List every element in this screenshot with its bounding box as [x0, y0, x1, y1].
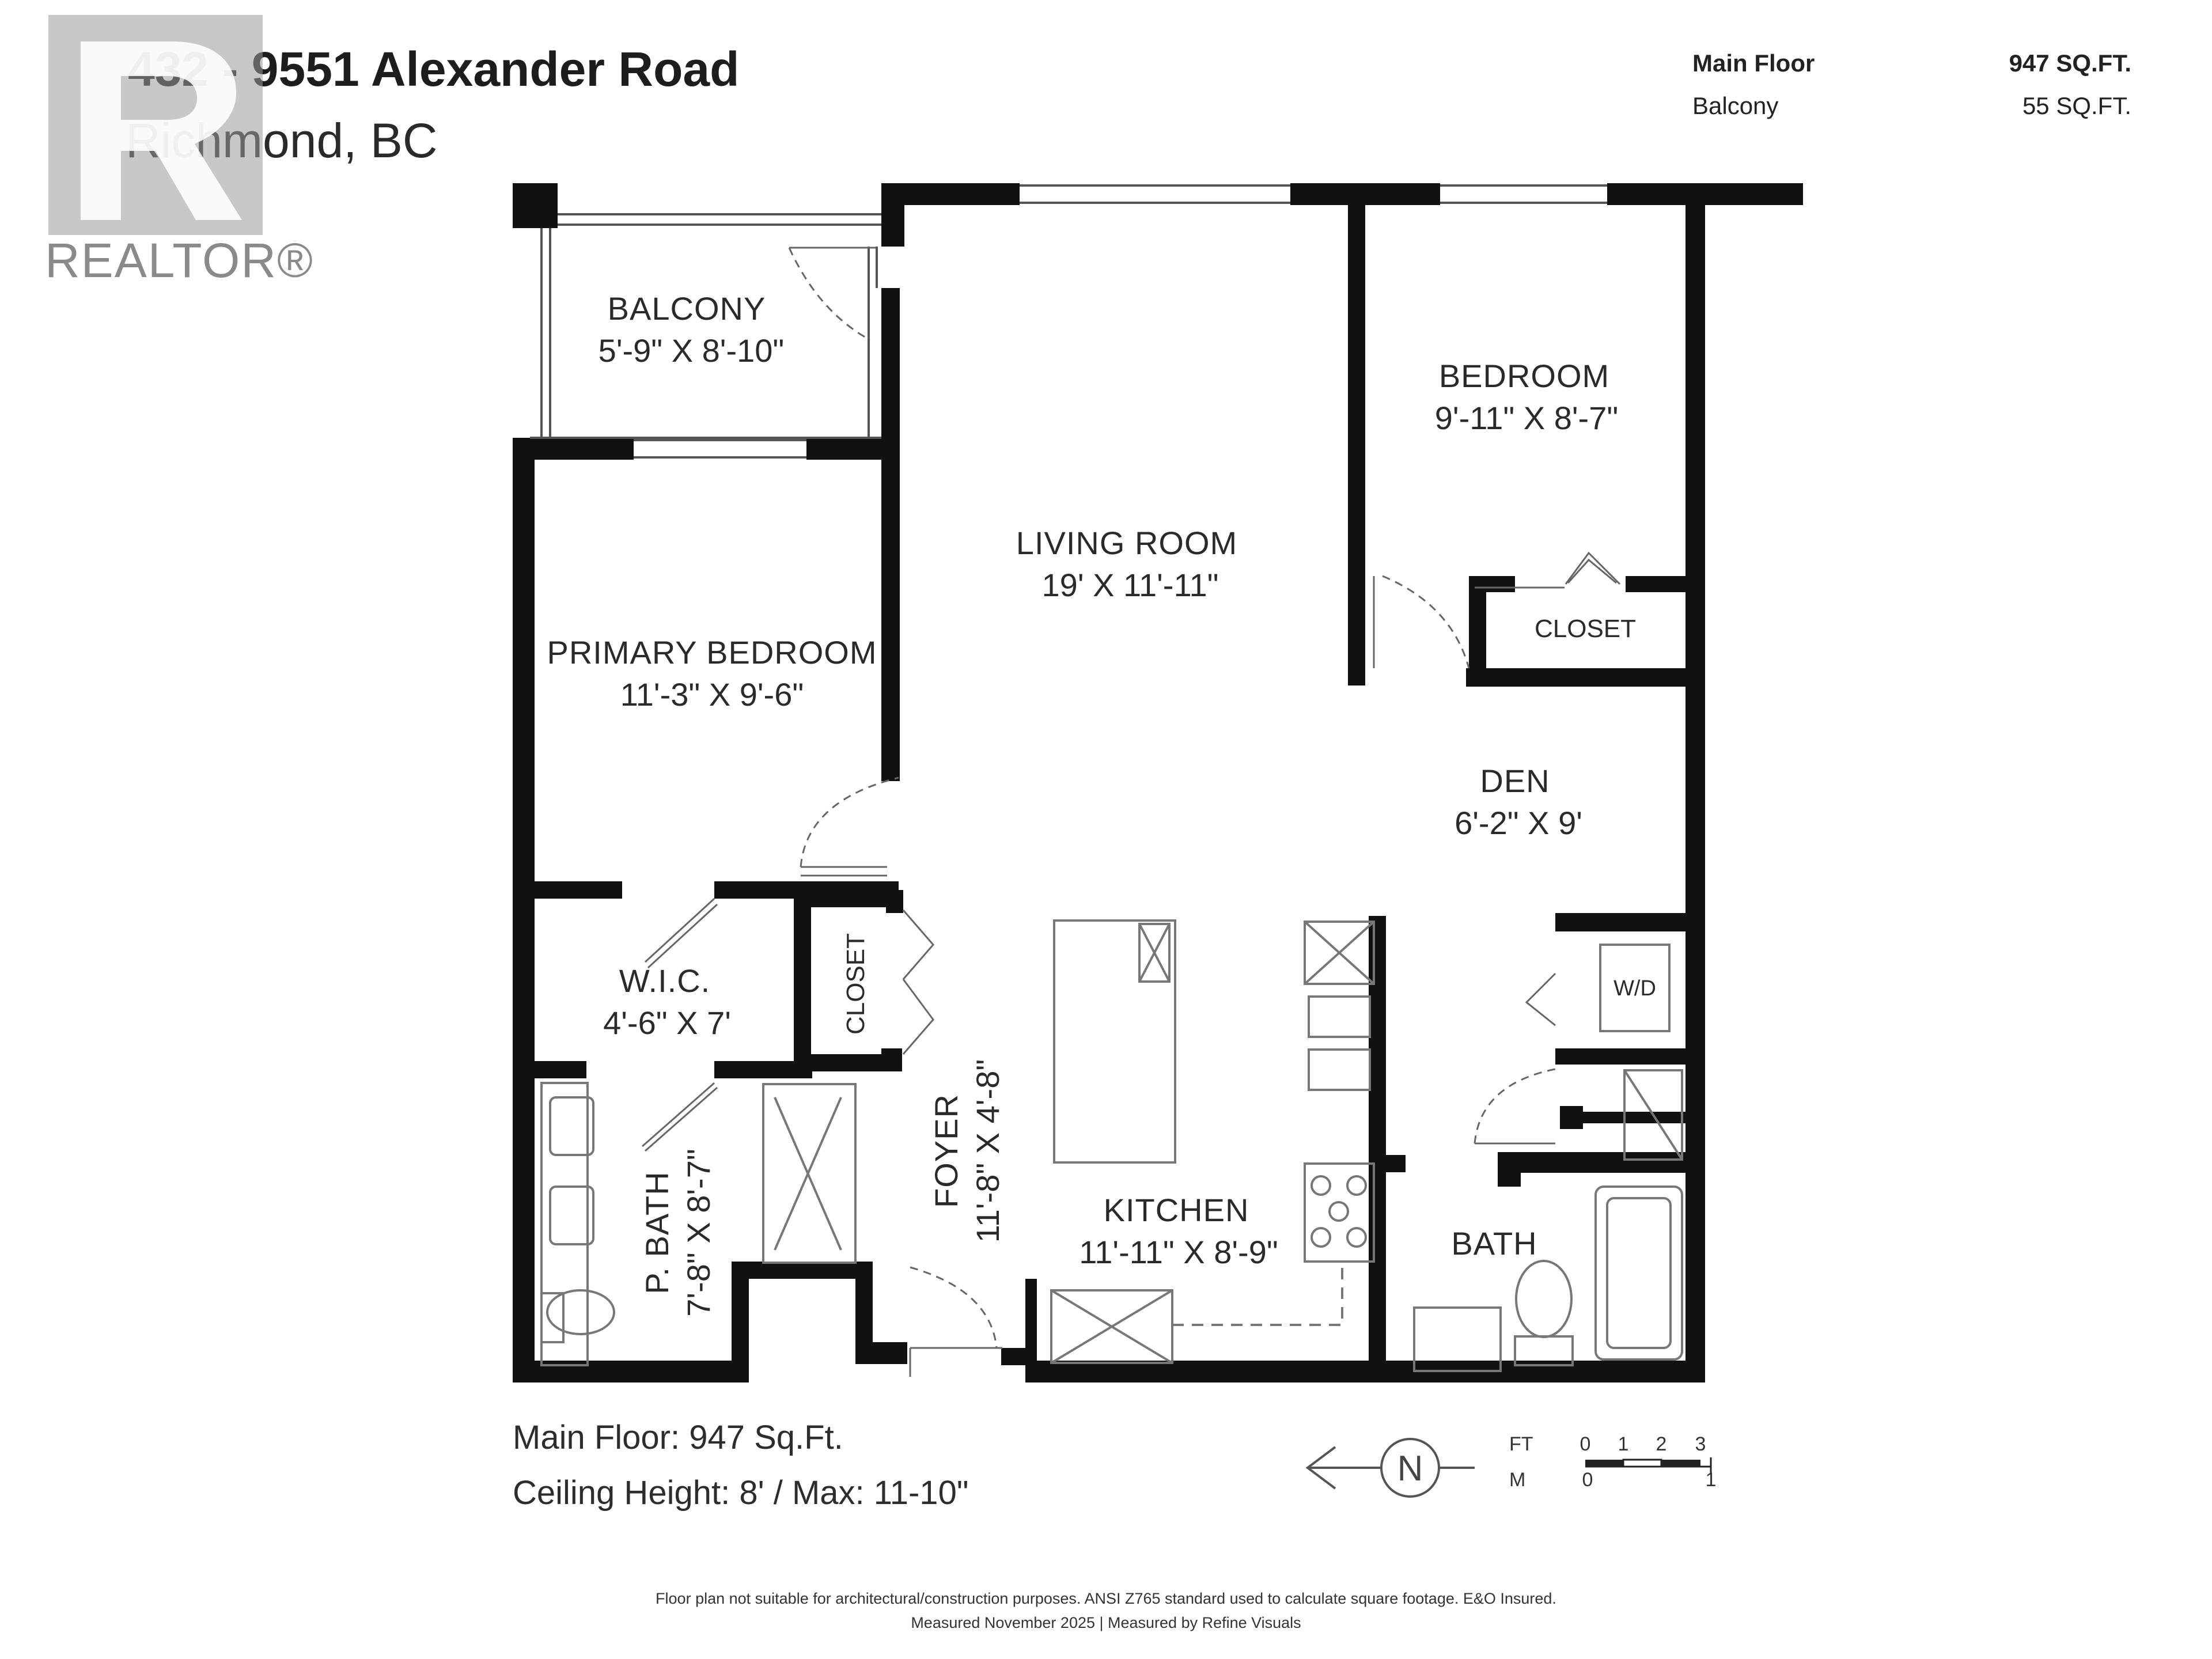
scale-bar: FT 0 1 2 3 M 0 1 — [1509, 1433, 1716, 1491]
scale-ft-tick-0: 0 — [1580, 1433, 1591, 1455]
area-label-balcony: Balcony — [1692, 92, 1779, 119]
room-closet-bedroom-name: CLOSET — [1535, 615, 1636, 643]
room-labels: BALCONY 5'-9" X 8'-10" BEDROOM 9'-11" X … — [547, 290, 1656, 1317]
door-swings — [642, 247, 1621, 1377]
realtor-r-icon — [48, 15, 263, 235]
disclaimer-line-2: Measured November 2025 | Measured by Ref… — [911, 1614, 1301, 1631]
north-label: N — [1397, 1449, 1423, 1488]
room-wic-dims: 4'-6" X 7' — [603, 1005, 731, 1041]
room-living-dims: 19' X 11'-11" — [1042, 567, 1219, 603]
area-value-balcony: 55 SQ.FT. — [2022, 92, 2131, 119]
north-arrow-icon — [1305, 1438, 1475, 1498]
scale-m-label: M — [1509, 1469, 1525, 1491]
footer-ceiling-height: Ceiling Height: 8' / Max: 11-10" — [513, 1474, 969, 1512]
scale-ft-tick-1: 1 — [1618, 1433, 1629, 1455]
scale-m-tick-0: 0 — [1582, 1469, 1593, 1491]
room-kitchen-name: KITCHEN — [1104, 1192, 1249, 1228]
realtor-logo-text: REALTOR® — [45, 233, 314, 287]
room-wic-name: W.I.C. — [619, 963, 710, 999]
room-den-name: DEN — [1480, 763, 1550, 799]
scale-ft-label: FT — [1509, 1433, 1533, 1455]
room-foyer-dims: 11'-8" X 4'-8" — [969, 1059, 1006, 1243]
room-pbath-dims: 7'-8" X 8'-7" — [680, 1149, 717, 1316]
room-foyer-name: FOYER — [928, 1094, 964, 1208]
scale-ft-tick-3: 3 — [1695, 1433, 1706, 1455]
room-pbath-name: P. BATH — [639, 1171, 675, 1294]
footer-main-floor: Main Floor: 947 Sq.Ft. — [513, 1419, 843, 1456]
exterior-walls — [513, 183, 1803, 1382]
room-wd-name: W/D — [1613, 976, 1656, 1001]
room-den-dims: 6'-2" X 9' — [1455, 805, 1582, 841]
area-label-main-floor: Main Floor — [1692, 50, 1815, 77]
room-kitchen-dims: 11'-11" X 8'-9" — [1079, 1234, 1278, 1270]
room-primary-bedroom-dims: 11'-3" X 9'-6" — [620, 676, 804, 713]
room-bedroom-dims: 9'-11" X 8'-7" — [1435, 400, 1618, 436]
room-bedroom-name: BEDROOM — [1439, 358, 1609, 394]
room-bath-name: BATH — [1451, 1225, 1537, 1262]
fixtures — [540, 919, 1683, 1372]
room-balcony-dims: 5'-9" X 8'-10" — [599, 332, 785, 369]
room-living-name: LIVING ROOM — [1016, 525, 1237, 561]
area-value-main-floor: 947 SQ.FT. — [2009, 50, 2131, 77]
disclaimer-line-1: Floor plan not suitable for architectura… — [656, 1590, 1556, 1607]
windows — [530, 184, 1607, 459]
scale-ft-tick-2: 2 — [1656, 1433, 1667, 1455]
room-closet-foyer-name: CLOSET — [842, 933, 870, 1035]
room-balcony-name: BALCONY — [608, 290, 766, 327]
scale-m-tick-1: 1 — [1706, 1469, 1717, 1491]
room-primary-bedroom-name: PRIMARY BEDROOM — [547, 634, 877, 671]
